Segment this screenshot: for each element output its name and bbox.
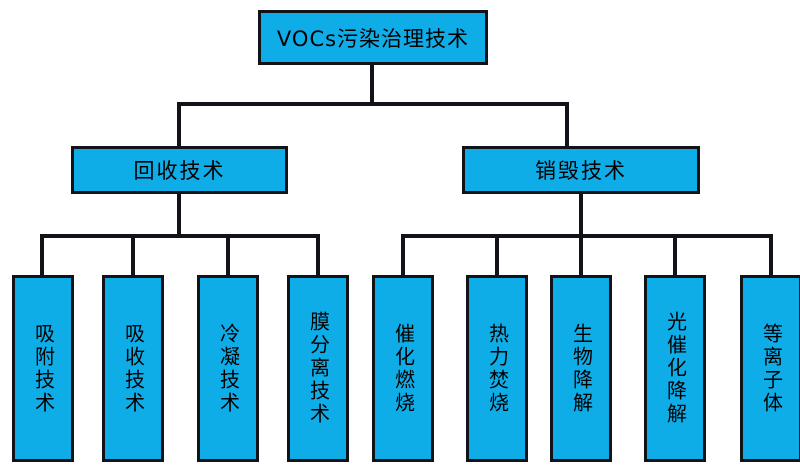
- connector-drop-catalytic-combustion: [401, 234, 405, 276]
- node-plasma-label: 等离子体: [759, 322, 784, 415]
- node-adsorption-label: 吸附技术: [31, 322, 56, 415]
- node-photocatalytic[interactable]: 光催化降解: [644, 275, 706, 462]
- node-plasma[interactable]: 等离子体: [740, 275, 800, 462]
- node-biodegradation-label: 生物降解: [569, 322, 594, 415]
- node-root-label: VOCs污染治理技术: [276, 26, 470, 51]
- connector-drop-destruction: [565, 102, 569, 147]
- node-destruction[interactable]: 销毁技术: [462, 146, 700, 194]
- connector-drop-biodegradation: [579, 234, 583, 276]
- connector-drop-condensation: [226, 234, 230, 276]
- connector-destruction-stem: [579, 193, 583, 236]
- connector-root-stem: [370, 64, 374, 106]
- node-photocatalytic-label: 光催化降解: [663, 311, 688, 426]
- node-absorption-label: 吸收技术: [121, 322, 146, 415]
- node-thermal-incineration-label: 热力焚烧: [485, 322, 510, 415]
- connector-drop-thermal-incineration: [495, 234, 499, 276]
- connector-drop-recovery: [177, 102, 181, 147]
- node-recovery[interactable]: 回收技术: [71, 146, 288, 194]
- node-condensation[interactable]: 冷凝技术: [197, 275, 259, 462]
- connector-recovery-stem: [177, 193, 181, 236]
- connector-drop-photocatalytic: [673, 234, 677, 276]
- connector-drop-membrane: [316, 234, 320, 276]
- node-catalytic-combustion[interactable]: 催化燃烧: [372, 275, 434, 462]
- connector-destruction-bus: [401, 234, 773, 238]
- connector-drop-plasma: [769, 234, 773, 276]
- node-adsorption[interactable]: 吸附技术: [12, 275, 74, 462]
- connector-drop-adsorption: [40, 234, 44, 276]
- node-absorption[interactable]: 吸收技术: [102, 275, 164, 462]
- node-thermal-incineration[interactable]: 热力焚烧: [466, 275, 528, 462]
- connector-drop-absorption: [131, 234, 135, 276]
- connector-recovery-bus: [40, 234, 320, 238]
- node-catalytic-combustion-label: 催化燃烧: [391, 322, 416, 415]
- node-recovery-label: 回收技术: [133, 159, 226, 183]
- node-destruction-label: 销毁技术: [535, 159, 627, 183]
- node-biodegradation[interactable]: 生物降解: [550, 275, 612, 462]
- connector-level2-bus: [177, 102, 569, 106]
- node-root[interactable]: VOCs污染治理技术: [258, 10, 488, 65]
- node-membrane[interactable]: 膜分离技术: [287, 275, 349, 462]
- node-membrane-label: 膜分离技术: [306, 311, 331, 426]
- node-condensation-label: 冷凝技术: [216, 322, 241, 415]
